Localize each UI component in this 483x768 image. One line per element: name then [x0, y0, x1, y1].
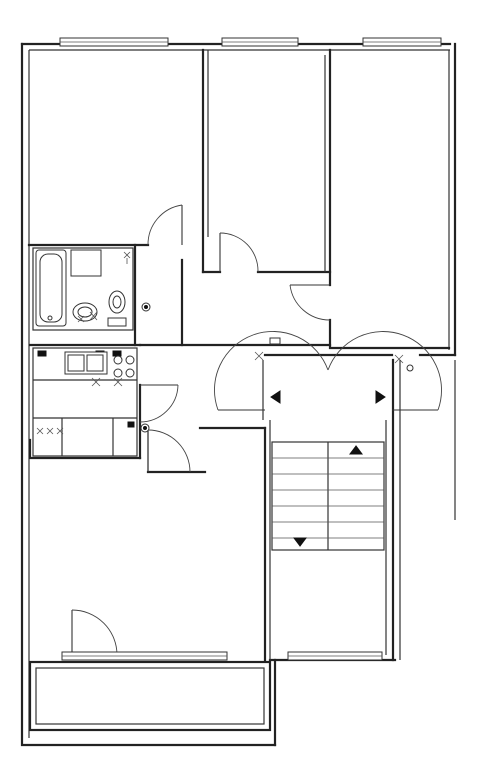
bathtub-icon [35, 249, 67, 327]
electric-symbol-icon [36, 427, 64, 435]
toilet-icon [107, 290, 127, 327]
electric-symbol-icon [77, 311, 98, 323]
door-arc-icon [147, 204, 183, 246]
window-top-1 [59, 37, 169, 47]
arrow-up-icon [349, 445, 363, 455]
door-arc-icon [289, 284, 331, 321]
arrow-down-icon [293, 537, 307, 547]
door-arc-icon [139, 384, 179, 423]
stove-icon [113, 355, 135, 378]
vent-icon [140, 423, 150, 433]
staircase [271, 441, 385, 551]
door-arc-icon [71, 609, 118, 656]
bathroom [32, 247, 151, 331]
electric-symbol-icon [123, 251, 131, 264]
washing-machine-icon [70, 249, 102, 277]
arrow-right-icon [375, 390, 386, 404]
electric-symbol-icon [254, 337, 414, 372]
entrance-door [214, 331, 442, 411]
right-wall-detail [399, 360, 456, 660]
door-arc-icon [219, 232, 259, 273]
window-bottom-2 [287, 651, 383, 661]
window-top-2 [221, 37, 299, 47]
door-arc-icon [147, 429, 191, 473]
vent-icon [141, 302, 151, 312]
sink-icon [64, 351, 108, 375]
balcony [28, 660, 272, 732]
arrow-left-icon [270, 390, 281, 404]
kitchen [32, 347, 150, 457]
window-top-3 [362, 37, 442, 47]
sink-icon [72, 302, 98, 322]
electric-symbol-icon [127, 421, 135, 428]
outer-walls [20, 42, 457, 747]
window-bottom-1 [61, 651, 228, 661]
electric-symbol-icon [91, 377, 123, 387]
